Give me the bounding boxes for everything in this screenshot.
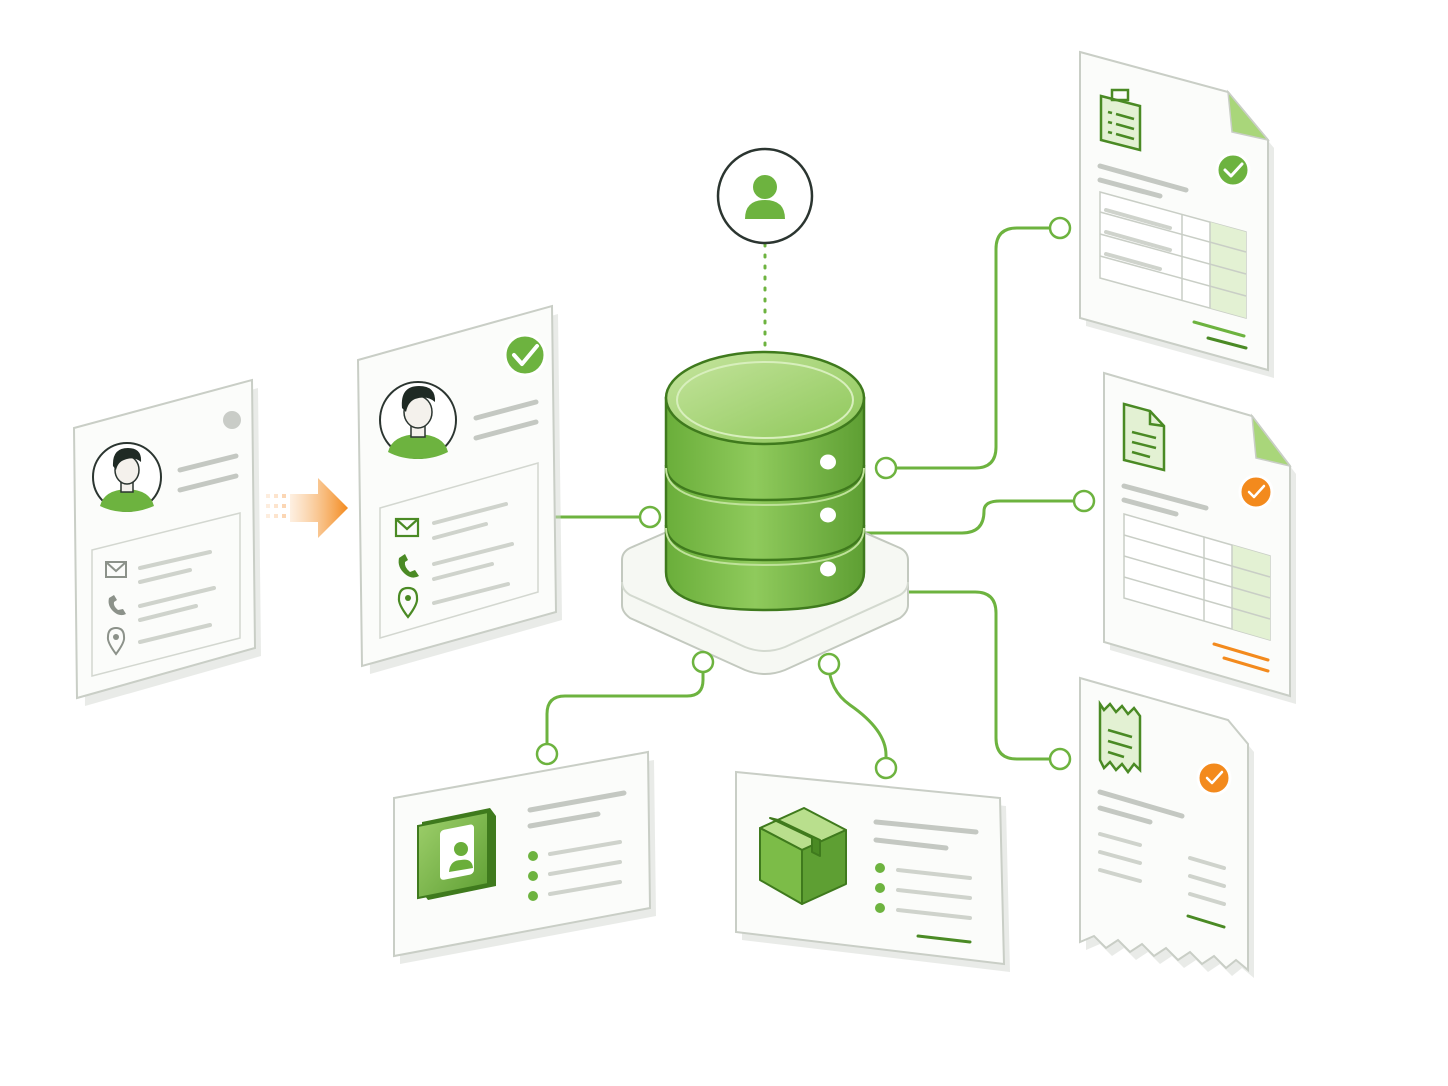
check-badge-icon — [1215, 152, 1251, 188]
phone-icon — [398, 554, 419, 578]
data-table-grid — [1099, 191, 1247, 319]
package-card — [735, 770, 1010, 972]
avatar-icon — [379, 381, 457, 459]
node-db-left — [638, 505, 662, 529]
node-package-card — [874, 756, 898, 780]
verified-profile-card — [356, 304, 562, 674]
contact-card-icon — [417, 808, 496, 900]
location-pin-icon — [397, 586, 419, 619]
status-dot-icon — [223, 411, 241, 429]
node-db-bottom-left — [691, 650, 715, 674]
link-db-to-clipboard-doc — [884, 226, 1062, 470]
node-db-right-top — [874, 456, 898, 480]
data-table-grid — [1123, 513, 1271, 641]
package-box-icon — [759, 807, 847, 905]
mail-icon — [394, 517, 420, 538]
receipt-icon — [1098, 699, 1142, 775]
node-receipt — [1048, 747, 1072, 771]
link-db-to-package-card — [827, 662, 888, 770]
node-table-doc — [1072, 489, 1096, 513]
table-document-card — [1103, 371, 1296, 704]
database-icon — [621, 350, 909, 675]
check-badge-icon — [1238, 474, 1274, 510]
connector-nodes — [535, 216, 1096, 780]
node-contact-card — [535, 742, 559, 766]
arrow-right-icon — [266, 478, 348, 538]
link-db-to-table-doc — [864, 499, 1086, 535]
mail-icon — [105, 561, 127, 578]
node-db-bottom-right — [817, 652, 841, 676]
receipt-card — [1079, 676, 1254, 978]
raw-profile-card — [72, 378, 261, 706]
user-circle-icon — [745, 175, 785, 219]
location-pin-icon — [106, 626, 126, 656]
clipboard-icon — [1099, 88, 1142, 152]
connector-lines — [545, 226, 1086, 770]
phone-icon — [108, 595, 126, 616]
user-node — [716, 147, 814, 245]
contact-card — [393, 750, 656, 964]
node-clipboard-doc — [1048, 216, 1072, 240]
clipboard-document-card — [1079, 50, 1274, 378]
link-db-to-contact-card — [545, 660, 705, 756]
check-badge-icon — [1196, 760, 1232, 796]
document-icon — [1122, 402, 1166, 472]
link-db-to-receipt — [903, 590, 1062, 761]
check-badge-icon — [503, 333, 547, 377]
avatar-icon — [92, 442, 162, 512]
